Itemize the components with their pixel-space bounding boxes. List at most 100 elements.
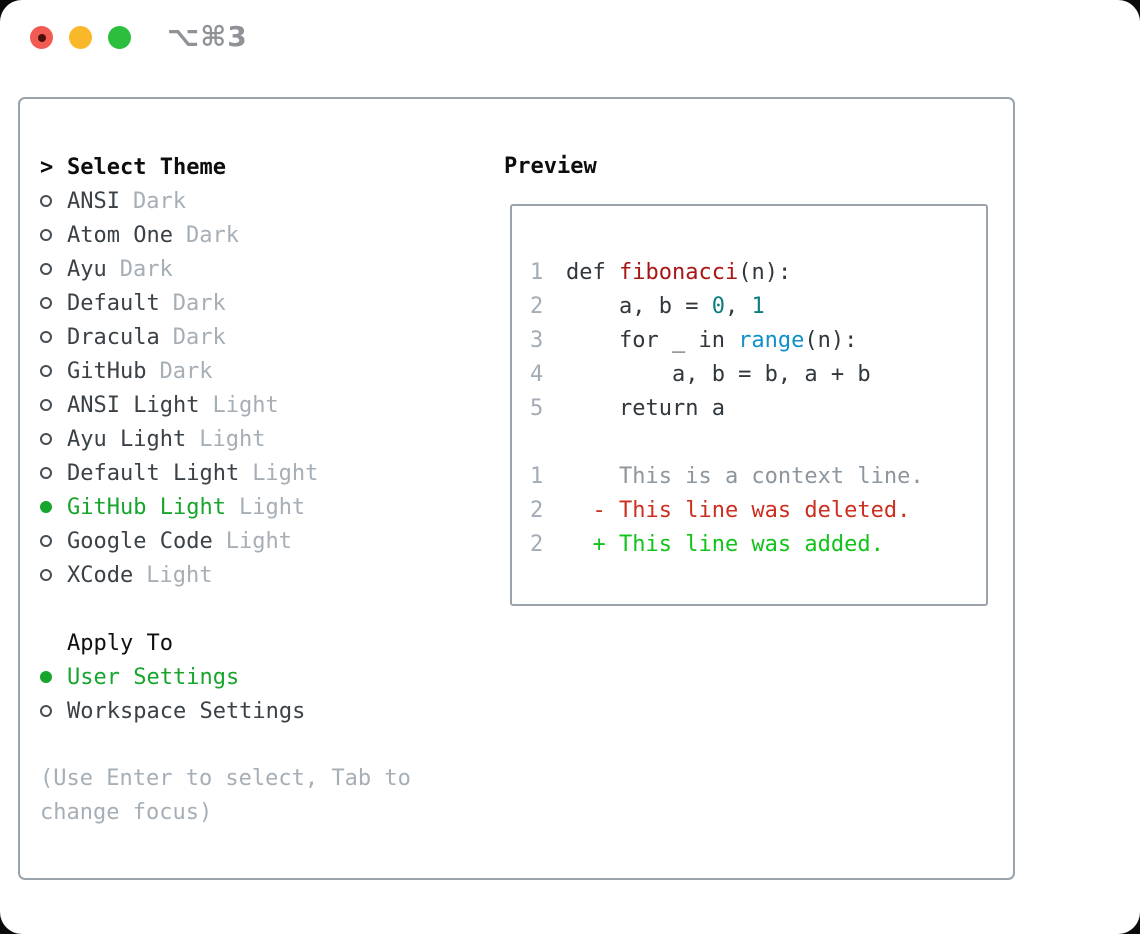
line-number: 4 [530, 361, 544, 387]
apply-to-option[interactable]: User Settings [40, 660, 470, 694]
theme-variant: Dark [132, 188, 186, 214]
theme-item[interactable]: ANSI Dark [40, 184, 470, 218]
theme-variant: Light [252, 460, 319, 486]
radio-icon [40, 229, 52, 241]
theme-item[interactable]: XCode Light [40, 558, 470, 592]
theme-list-header-row: > Select Theme [40, 150, 470, 184]
apply-to-label: User Settings [67, 664, 240, 690]
line-number: 1 [530, 259, 544, 285]
titlebar: ⌥⌘3 [0, 0, 1140, 74]
code-line: 4 a, b = b, a + b [530, 357, 986, 391]
diff-content: + This line was added. [566, 531, 884, 557]
code-line: 3 for _ in range(n): [530, 323, 986, 357]
theme-item[interactable]: Default Dark [40, 286, 470, 320]
theme-item[interactable]: Ayu Dark [40, 252, 470, 286]
theme-item[interactable]: GitHub Light Light [40, 490, 470, 524]
diff-block: 1 This is a context line. 2 - This line … [530, 459, 986, 561]
traffic-lights [30, 26, 131, 49]
code-content: def fibonacci(n): [566, 260, 791, 285]
radio-icon [40, 263, 52, 275]
apply-to-label: Workspace Settings [67, 698, 306, 724]
theme-item[interactable]: Google Code Light [40, 524, 470, 558]
radio-icon [40, 433, 52, 445]
diff-line: 2 - This line was deleted. [530, 493, 986, 527]
theme-variant: Dark [119, 256, 173, 282]
code-content: a, b = b, a + b [566, 362, 871, 387]
code-token: range [738, 327, 805, 353]
preview-title: Preview [504, 154, 597, 179]
diff-line: 2 + This line was added. [530, 527, 986, 561]
theme-item[interactable]: Default Light Light [40, 456, 470, 490]
radio-icon [40, 705, 52, 717]
radio-icon [40, 331, 52, 343]
line-number: 2 [530, 497, 544, 523]
radio-icon [40, 671, 52, 683]
code-line: 5 return a [530, 391, 986, 425]
radio-icon [40, 467, 52, 479]
theme-variant: Light [238, 494, 306, 520]
theme-list: ANSI Dark Atom One Dark Ayu Dark Default… [40, 184, 470, 592]
code-token: def [566, 259, 619, 285]
theme-item[interactable]: Dracula Dark [40, 320, 470, 354]
spacer [40, 592, 470, 626]
theme-name: GitHub [67, 358, 147, 384]
code-token: 1 [751, 293, 765, 319]
code-token: return a [566, 395, 725, 421]
theme-variant: Dark [185, 222, 239, 248]
theme-name: Google Code [67, 528, 213, 554]
code-token: for _ in [566, 327, 739, 353]
apply-to-option[interactable]: Workspace Settings [40, 694, 470, 728]
radio-icon [40, 195, 52, 207]
zoom-button[interactable] [108, 26, 131, 49]
radio-icon [40, 297, 52, 309]
theme-name: Default [67, 290, 160, 316]
code-token: , [724, 293, 752, 319]
code-token: fibonacci [618, 259, 739, 285]
code-token: 0 [711, 293, 725, 319]
help-text: (Use Enter to select, Tab to change focu… [40, 766, 411, 825]
theme-item[interactable]: Atom One Dark [40, 218, 470, 252]
code-token: (n): [738, 259, 792, 285]
theme-name: Ayu Light [67, 426, 187, 452]
theme-name: XCode [67, 562, 134, 588]
diff-content: - This line was deleted. [566, 497, 911, 523]
theme-name: Dracula [67, 324, 160, 350]
code-token: (n): [804, 327, 858, 353]
spacer [530, 425, 986, 459]
code-content: for _ in range(n): [566, 328, 857, 353]
theme-variant: Dark [172, 290, 226, 316]
theme-name: GitHub Light [67, 494, 226, 520]
theme-variant: Light [225, 528, 292, 554]
theme-name: Default Light [67, 460, 240, 486]
theme-item[interactable]: GitHub Dark [40, 354, 470, 388]
close-button[interactable] [30, 26, 53, 49]
theme-name: Ayu [67, 256, 107, 282]
code-token: a, b = b, a + b [566, 361, 871, 387]
line-number: 1 [530, 463, 544, 489]
radio-icon [40, 569, 52, 581]
minimize-button[interactable] [69, 26, 92, 49]
theme-list-title: Select Theme [67, 154, 226, 180]
radio-icon [40, 365, 52, 377]
radio-icon [40, 535, 52, 547]
code-line: 2 a, b = 0, 1 [530, 289, 986, 323]
diff-content: This is a context line. [566, 463, 924, 489]
diff-line: 1 This is a context line. [530, 459, 986, 493]
cursor-icon: > [40, 154, 54, 180]
line-number: 2 [530, 531, 544, 557]
main-panel: > Select Theme ANSI Dark Atom One Dark A… [18, 97, 1015, 880]
code-line: 1 def fibonacci(n): [530, 255, 986, 289]
theme-item[interactable]: Ayu Light Light [40, 422, 470, 456]
theme-name: ANSI Light [67, 392, 200, 418]
code-token: a, b = [566, 293, 712, 319]
spacer [40, 728, 470, 762]
theme-variant: Light [212, 392, 279, 418]
theme-variant: Dark [172, 324, 226, 350]
radio-icon [40, 399, 52, 411]
theme-name: Atom One [67, 222, 173, 248]
theme-name: ANSI [67, 188, 120, 214]
line-number: 3 [530, 327, 544, 353]
apply-to-title: Apply To [67, 630, 173, 656]
theme-item[interactable]: ANSI Light Light [40, 388, 470, 422]
